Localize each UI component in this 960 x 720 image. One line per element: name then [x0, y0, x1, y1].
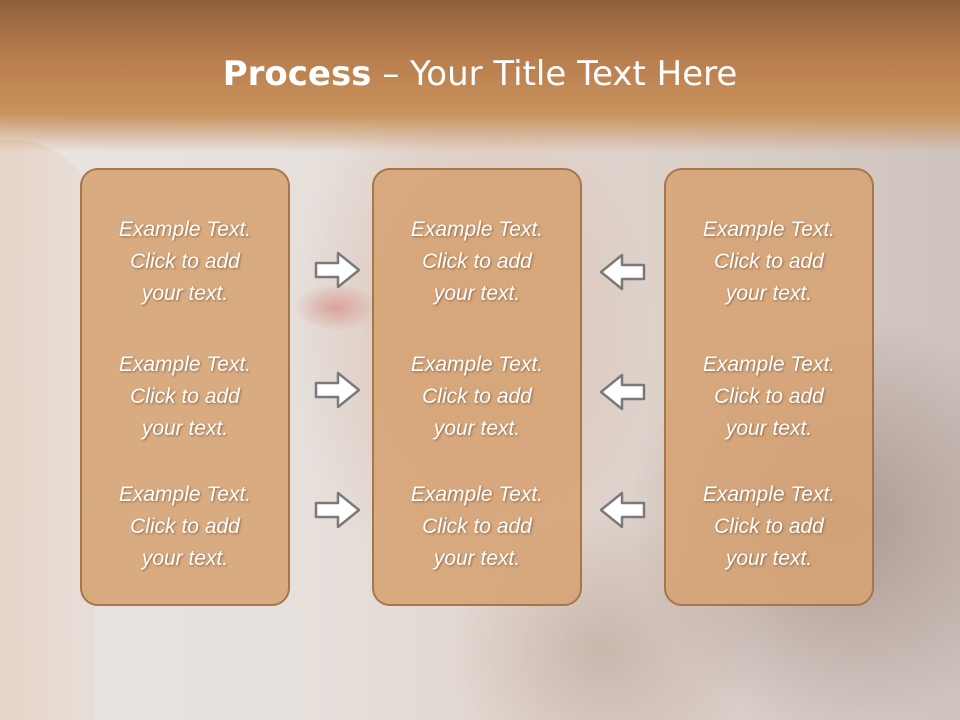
title-bar — [0, 0, 960, 152]
box-text[interactable]: Example Text. Click to add your text. — [118, 218, 252, 305]
box-text[interactable]: Example Text. Click to add your text. — [702, 353, 836, 440]
arrow-right-icon — [314, 491, 361, 529]
arrow-left-icon — [599, 373, 646, 411]
title-rest-text: – Your Title Text Here — [371, 54, 738, 94]
box-text[interactable]: Example Text. Click to add your text. — [410, 353, 544, 440]
box-text[interactable]: Example Text. Click to add your text. — [410, 483, 544, 570]
process-box-left[interactable]: Example Text. Click to add your text. Ex… — [80, 168, 290, 606]
box-text[interactable]: Example Text. Click to add your text. — [118, 353, 252, 440]
box-text[interactable]: Example Text. Click to add your text. — [118, 483, 252, 570]
arrow-left-icon — [599, 253, 646, 291]
title-bold-text: Process — [222, 54, 372, 94]
arrow-left-icon — [599, 491, 646, 529]
box-text[interactable]: Example Text. Click to add your text. — [702, 218, 836, 305]
background-lips-shape — [296, 285, 376, 330]
box-text[interactable]: Example Text. Click to add your text. — [410, 218, 544, 305]
arrow-right-icon — [314, 251, 361, 289]
process-box-center[interactable]: Example Text. Click to add your text. Ex… — [372, 168, 582, 606]
box-text[interactable]: Example Text. Click to add your text. — [702, 483, 836, 570]
background-arm-shape — [0, 140, 95, 720]
slide-title[interactable]: Process – Your Title Text Here — [0, 52, 960, 96]
arrow-right-icon — [314, 371, 361, 409]
process-box-right[interactable]: Example Text. Click to add your text. Ex… — [664, 168, 874, 606]
